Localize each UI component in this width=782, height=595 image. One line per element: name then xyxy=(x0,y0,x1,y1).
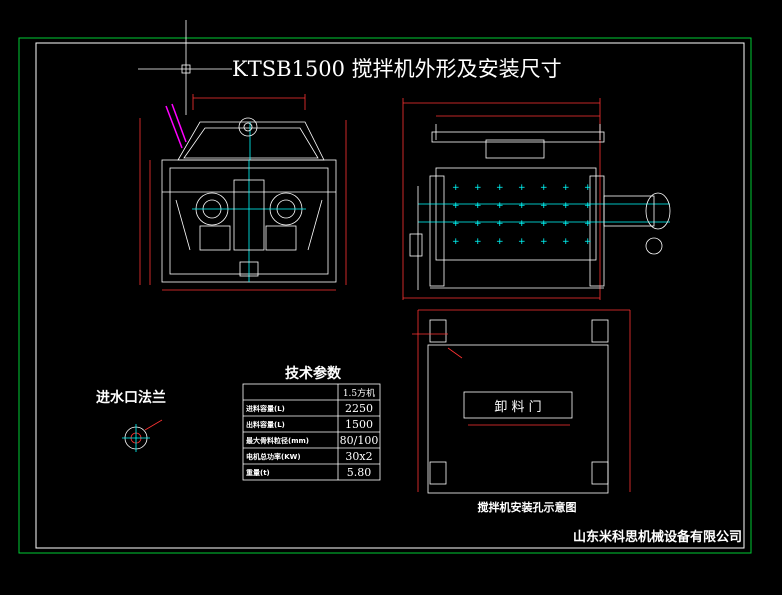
drawing-title: KTSB1500 搅拌机外形及安装尺寸 xyxy=(232,57,562,81)
grid-mark: + xyxy=(562,183,570,193)
grid-mark: + xyxy=(452,183,460,193)
specs-heading: 技术参数 xyxy=(285,365,342,382)
discharge-door-label: 卸 料 门 xyxy=(494,399,541,415)
grid-mark: + xyxy=(562,219,570,229)
crosshair-cursor xyxy=(138,20,232,115)
spec-label: 电机总功率(KW) xyxy=(246,452,301,461)
grid-mark: + xyxy=(518,219,526,229)
discharge-door-box xyxy=(463,391,573,419)
grid-mark: + xyxy=(584,219,592,229)
front-view xyxy=(139,94,347,291)
side-view-grid-marks: + + + + + + + + + + + + + + + + + + + + + + + + + + + + xyxy=(452,183,592,247)
grid-mark: + xyxy=(518,201,526,211)
specs-rows: 进料容量(L) 2250 出料容量(L) 1500 最大骨料粒径(mm) 80/… xyxy=(246,402,378,479)
spec-value: 1500 xyxy=(345,418,373,431)
grid-mark: + xyxy=(584,237,592,247)
flange-icon xyxy=(122,419,163,452)
grid-mark: + xyxy=(584,201,592,211)
grid-mark: + xyxy=(474,237,482,247)
specs-table-grid xyxy=(242,383,381,481)
spec-label: 进料容量(L) xyxy=(246,404,285,413)
grid-mark: + xyxy=(496,183,504,193)
spec-label: 重量(t) xyxy=(246,468,270,477)
grid-mark: + xyxy=(496,201,504,211)
grid-mark: + xyxy=(474,183,482,193)
spec-label: 出料容量(L) xyxy=(246,420,285,429)
grid-mark: + xyxy=(452,219,460,229)
flange-label: 进水口法兰 xyxy=(96,389,166,406)
specs-header-value: 1.5方机 xyxy=(343,387,375,399)
grid-mark: + xyxy=(452,201,460,211)
grid-mark: + xyxy=(562,237,570,247)
outer-frame xyxy=(18,37,752,554)
grid-mark: + xyxy=(584,183,592,193)
mount-plan-title: 搅拌机安装孔示意图 xyxy=(478,500,577,514)
company-name: 山东米科思机械设备有限公司 xyxy=(573,529,742,545)
grid-mark: + xyxy=(452,237,460,247)
spec-value: 5.80 xyxy=(347,466,372,479)
spec-value: 30x2 xyxy=(345,450,372,463)
grid-mark: + xyxy=(474,201,482,211)
spec-value: 2250 xyxy=(345,402,373,415)
spec-label: 最大骨料粒径(mm) xyxy=(246,436,309,445)
side-view xyxy=(402,98,671,300)
grid-mark: + xyxy=(540,201,548,211)
spec-value: 80/100 xyxy=(340,434,379,447)
grid-mark: + xyxy=(518,237,526,247)
mount-plan xyxy=(412,309,631,494)
grid-mark: + xyxy=(540,219,548,229)
grid-mark: + xyxy=(496,237,504,247)
inner-frame xyxy=(35,42,745,549)
grid-mark: + xyxy=(474,219,482,229)
grid-mark: + xyxy=(540,183,548,193)
grid-mark: + xyxy=(496,219,504,229)
grid-mark: + xyxy=(562,201,570,211)
grid-mark: + xyxy=(518,183,526,193)
grid-mark: + xyxy=(540,237,548,247)
